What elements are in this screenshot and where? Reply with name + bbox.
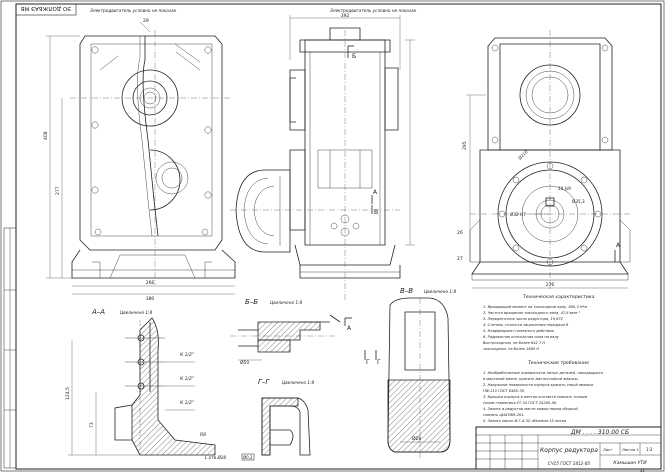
scale: 1:2 xyxy=(646,447,653,452)
tech-line-0: 1. Вращающий момент на тихоходном валу, … xyxy=(483,305,587,309)
dim-top: 29 xyxy=(143,18,149,24)
dim-right-side2: 27 xyxy=(457,256,463,262)
tech-requirements: Технические требования 1. Необработанные… xyxy=(483,360,604,423)
top-stamp-text: ЭО ДОЛЖБАЭ МВ xyxy=(21,5,71,11)
view-aa-scale: Цвеличено 1:8 xyxy=(120,310,152,315)
mark-v-side: В xyxy=(374,209,378,216)
inner-frame xyxy=(15,3,662,470)
mark-g-right: Г xyxy=(377,359,381,366)
view-vv-scale: Цвеличено 1:8 xyxy=(424,289,456,294)
view-bb-scale: Цвеличено 1:8 xyxy=(270,300,302,305)
view-bb-title: Б–Б xyxy=(245,298,258,306)
section-k1: К 1/2" xyxy=(180,352,194,358)
req-line-4: 3. Крышки корпуса в местах контакта смаз… xyxy=(483,395,587,399)
tech-title: Техническая характеристика xyxy=(523,294,595,300)
mark-b-top: Б xyxy=(352,53,356,60)
sheet-label: Лист xyxy=(602,448,613,452)
req-line-8: 5. Залить масло И-Г-А-32 объемом 15 литр… xyxy=(483,419,566,423)
section-k2: К 1/2" xyxy=(180,376,194,382)
bb-phi: Ø50 xyxy=(240,359,249,366)
section-bb: Б–Б Цвеличено 1:8 Ø50 А xyxy=(230,298,352,366)
bottom-small: Ø0,2 xyxy=(243,455,253,460)
motor-note-left: Электродвигатель условно не показан xyxy=(89,8,177,13)
section-h1: 124,5 xyxy=(65,387,71,400)
section-k3: К 1/2" xyxy=(180,400,194,406)
doc-number: ДМ . . . . 310.00 СБ xyxy=(570,429,629,436)
mark-a-right: А xyxy=(616,242,621,249)
right-view: 295 Ø210 Ø32 H7 10 Js9 Ø35,3 26 27 276 А xyxy=(457,30,631,290)
dim-front-width: 266 xyxy=(146,280,155,286)
req-line-2: 2. Наружные поверхности корпуса красить … xyxy=(483,383,593,387)
dim-front-height2: 277 xyxy=(55,186,61,195)
title-block: ДМ . . . . 310.00 СБ Корпус редуктора СЧ… xyxy=(475,426,662,470)
mark-a-bb: А xyxy=(347,325,352,332)
dim-right-w: 276 xyxy=(546,282,555,288)
gg-dim: Ø28 xyxy=(412,435,421,442)
dim-front-base: 380 xyxy=(146,296,155,302)
top-stamp xyxy=(15,3,77,16)
mark-a-side: А xyxy=(373,189,378,196)
format: А1 xyxy=(639,469,645,473)
dim-right-h: 295 xyxy=(462,141,468,150)
dim-front-height: 408 xyxy=(43,131,49,140)
dim-right-d3: 10 Js9 xyxy=(558,186,571,191)
req-line-7: смазать ЦИАТИМ-201. xyxy=(483,413,525,417)
part-name: Корпус редуктора xyxy=(540,447,598,454)
tech-line-4: 5. Коэффициент полезного действия xyxy=(483,329,555,333)
req-title: Технические требования xyxy=(528,360,589,366)
view-gg-title: Г–Г xyxy=(258,378,270,386)
section-h2: 73 xyxy=(89,422,95,428)
view-gg-scale: Цвеличено 1:8 xyxy=(282,380,314,385)
section-vv: В–В Цвеличено 1:8 Г Г Ø28 xyxy=(364,287,456,460)
dim-side-width: 392 xyxy=(341,13,350,19)
view-vv-title: В–В xyxy=(400,287,413,295)
tech-line-6: быстроходном, не более 642,7 Н xyxy=(483,341,545,345)
sheets-label: Листов 1 xyxy=(621,448,639,452)
view-aa-title: А–А xyxy=(91,308,105,316)
side-view: Б А В 392 xyxy=(230,13,415,300)
req-line-5: слоем герметика УТ-34 ГОСТ 24285-80. xyxy=(483,401,557,405)
req-line-6: 4. Залить в редуктор масло марки перед с… xyxy=(483,407,578,411)
req-line-0: 1. Необработанные поверхности литых дета… xyxy=(483,371,604,375)
mark-g-left: Г xyxy=(366,359,370,366)
req-line-1: в масляной ванне, красить маслостойкой э… xyxy=(483,377,579,381)
section-r: R8 xyxy=(200,432,206,438)
dim-right-side1: 26 xyxy=(457,230,463,236)
dim-right-d1: Ø210 xyxy=(517,149,529,161)
tech-line-1: 2. Частота вращения тихоходного вала, 47… xyxy=(483,311,581,315)
tech-line-7: тихоходном, не более 1680 Н xyxy=(483,347,539,351)
section-gg: Г–Г Цвеличено 1:8 xyxy=(258,378,314,456)
tech-line-5: 6. Радиальная консольная сила на валу xyxy=(483,335,560,339)
dim-right-d2: Ø32 H7 xyxy=(510,212,526,217)
material: СЧ15 ГОСТ 1412-85 xyxy=(548,461,591,466)
tech-characteristics: Техническая характеристика 1. Вращающий … xyxy=(483,294,595,351)
req-line-3: ПФ-115 ГОСТ 6465-76. xyxy=(483,389,525,393)
bottom-small-box xyxy=(241,453,255,461)
tech-line-2: 3. Передаточное число редуктора, 19,872 xyxy=(483,317,564,321)
tech-line-3: 4. Степень точности зацепления передачи … xyxy=(483,323,569,327)
front-view: 408 277 266 380 29 xyxy=(43,18,236,302)
bottom-left-note: L отв Ø28 xyxy=(205,455,226,460)
org: Камышин УТИ xyxy=(613,460,647,466)
dim-right-d4: Ø35,3 xyxy=(572,199,585,204)
motor-note-right: Электродвигатель условно не показан xyxy=(329,8,417,13)
section-aa: А–А Цвеличено 1:8 К 1/2" К 1/2" К 1/2" R… xyxy=(65,308,216,456)
